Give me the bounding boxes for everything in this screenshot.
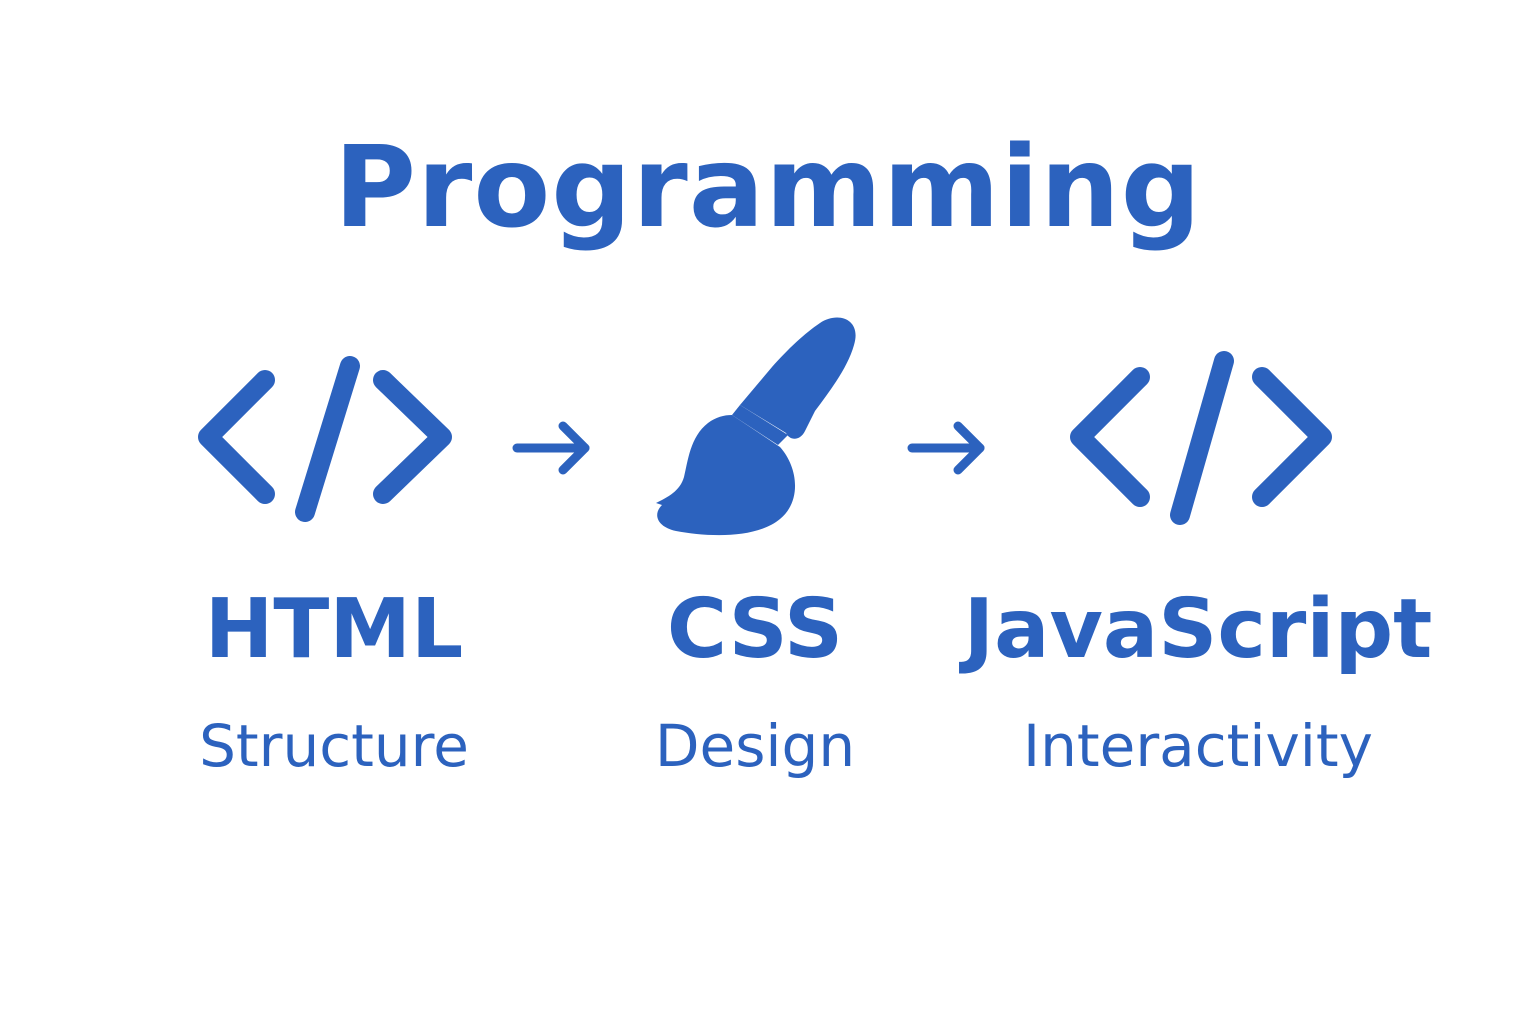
diagram-title: Programming [334, 123, 1202, 253]
step-description-css: Design [654, 712, 856, 780]
step-label-html: HTML [204, 582, 464, 677]
step-label-css: CSS [666, 582, 844, 677]
code-icon [1062, 345, 1347, 530]
arrow-right-icon [900, 412, 995, 482]
step-label-javascript: JavaScript [963, 582, 1433, 677]
paintbrush-icon [640, 305, 870, 545]
arrow-right-icon [505, 412, 600, 482]
code-icon [190, 350, 470, 530]
step-description-javascript: Interactivity [1023, 712, 1373, 780]
step-description-html: Structure [199, 712, 469, 780]
